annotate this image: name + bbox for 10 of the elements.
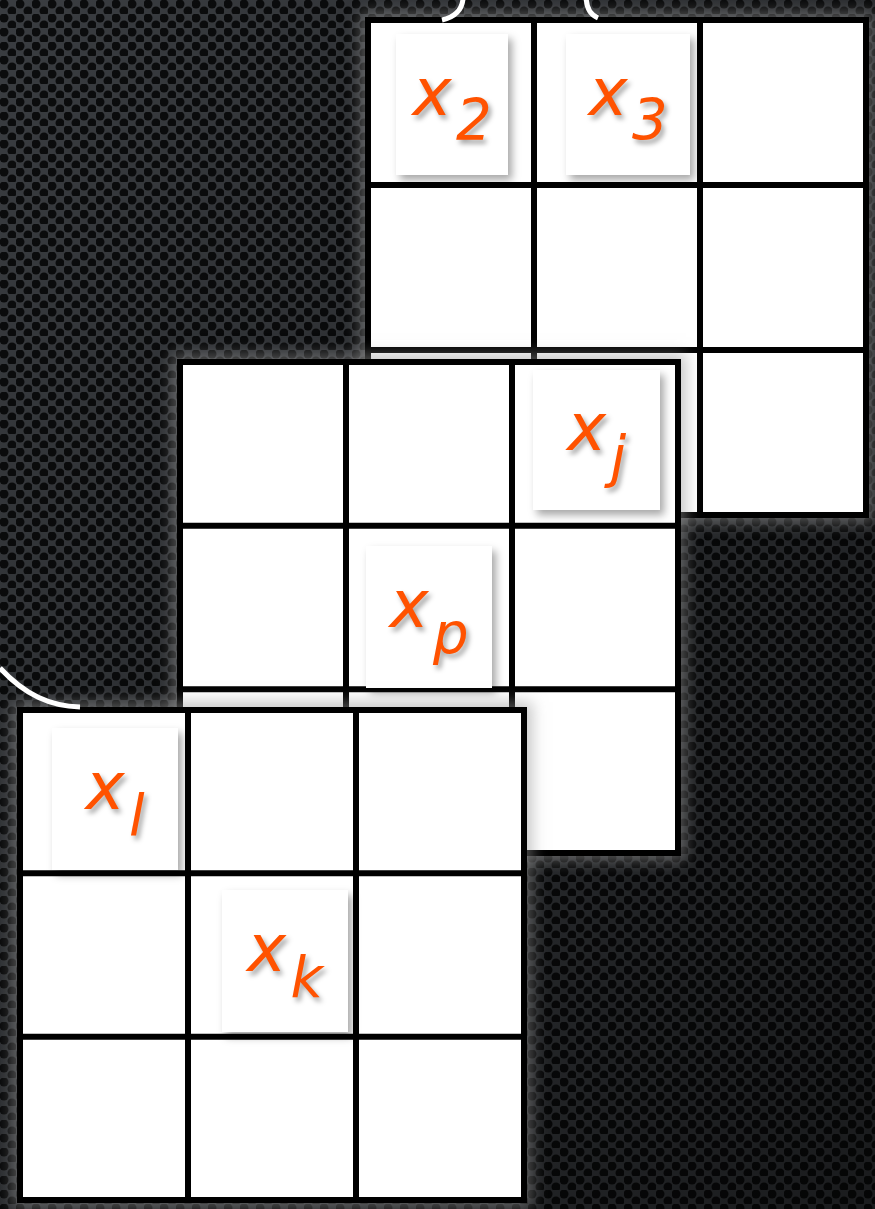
label-tile (396, 34, 508, 175)
label-tile (52, 728, 178, 870)
math-variable: x$_{2}$ (412, 59, 492, 150)
label-tile (222, 890, 348, 1032)
label-tile (533, 370, 660, 510)
label-tile (366, 546, 492, 688)
math-variable: x$_{3}$ (588, 59, 668, 150)
math-variable: x$_{l}$ (85, 754, 145, 844)
math-variable: x$_{k}$ (247, 916, 323, 1006)
label-tile (566, 34, 690, 175)
